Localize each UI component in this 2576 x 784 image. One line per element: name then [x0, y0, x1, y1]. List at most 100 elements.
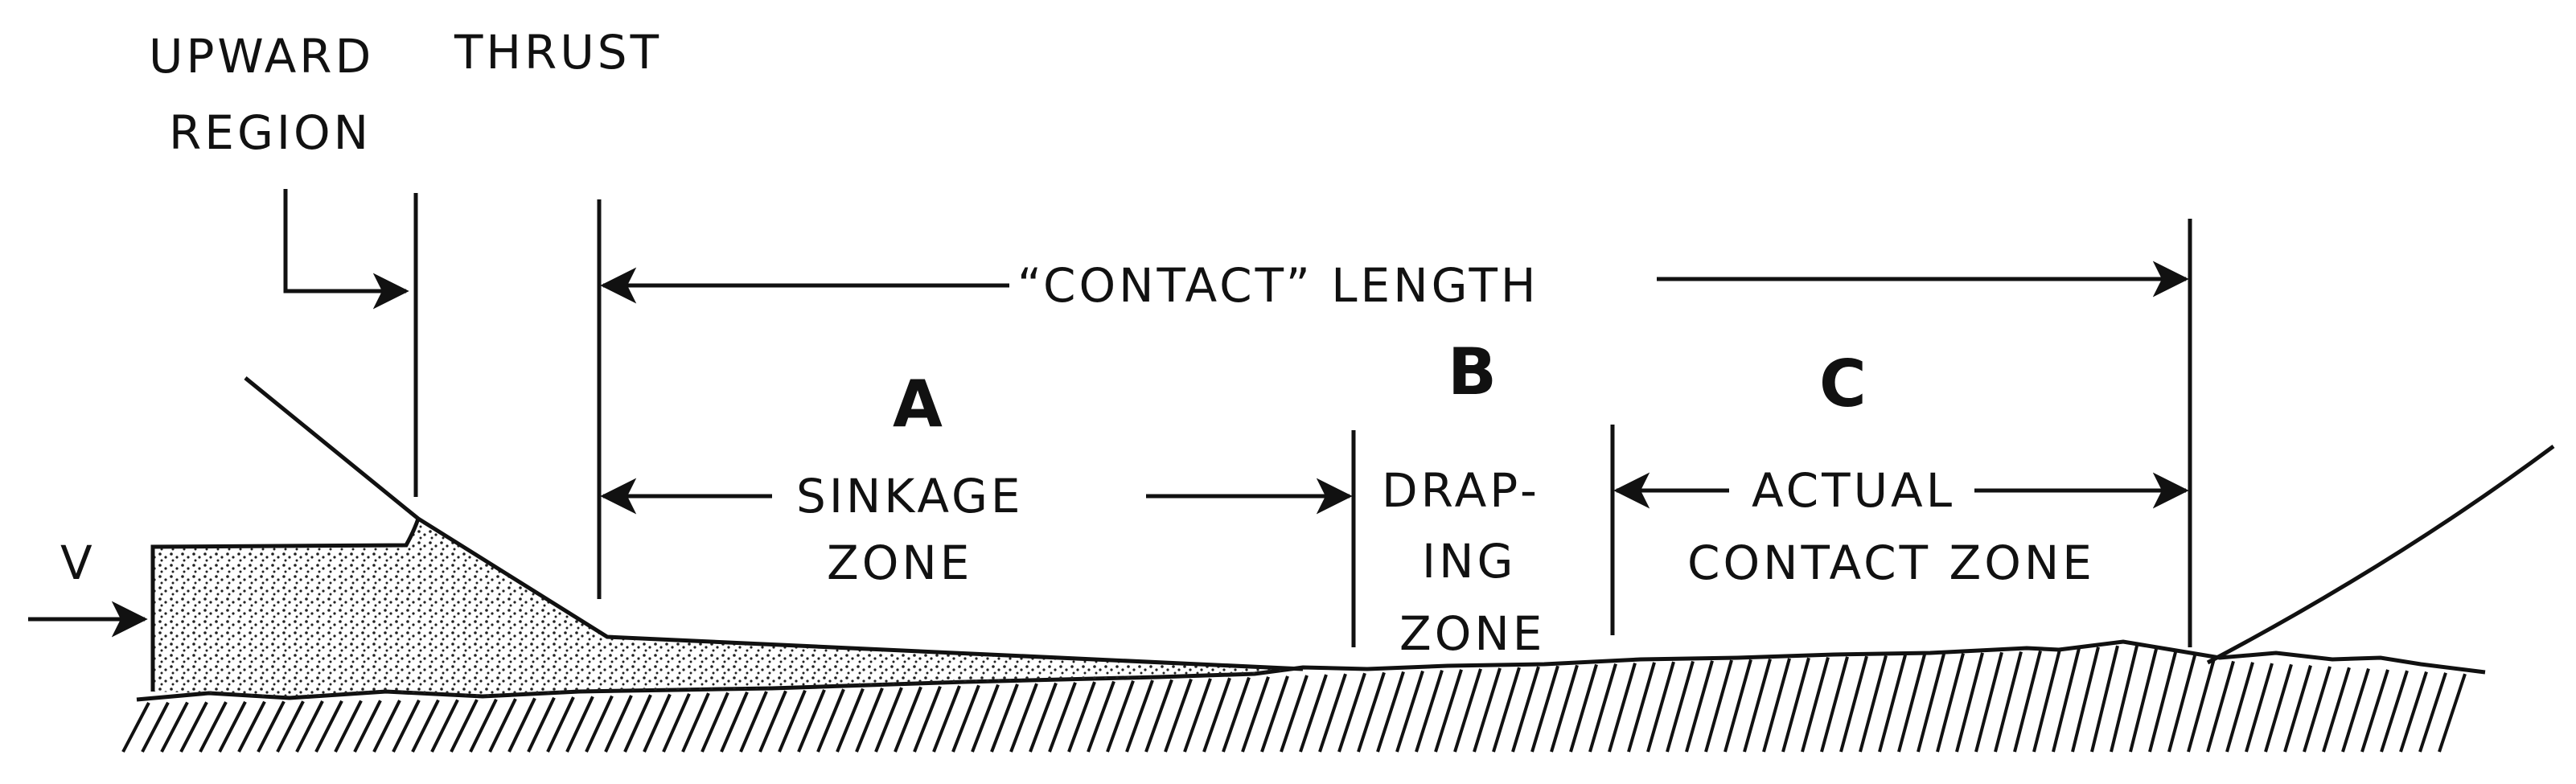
ground-hatch-stroke	[623, 694, 652, 753]
ground-hatch-stroke	[1337, 672, 1366, 753]
ground-hatch-stroke	[2013, 651, 2042, 753]
ground-hatch-stroke	[121, 702, 150, 753]
ground-hatch-stroke	[1801, 656, 1830, 753]
zone-c-label-line2: CONTACT ZONE	[1687, 536, 2095, 590]
ground-hatch-stroke	[160, 701, 189, 753]
ground-hatch-stroke	[1974, 651, 2003, 753]
ground-hatch-stroke	[2399, 671, 2428, 753]
zone-a-label-line1: SINKAGE	[796, 469, 1024, 523]
ground-hatch-stroke	[2341, 667, 2370, 753]
ground-hatch-stroke	[816, 688, 845, 753]
ground-hatch-stroke	[1994, 651, 2023, 753]
ground-hatch-stroke	[1550, 664, 1579, 753]
ground-hatch-stroke	[1820, 656, 1849, 753]
ground-hatch-stroke	[546, 696, 575, 753]
ground-hatch-stroke	[932, 685, 961, 753]
ground-hatch-stroke	[1415, 670, 1444, 753]
ground-hatch-stroke	[199, 701, 228, 753]
velocity-label: V	[60, 536, 96, 590]
ground-hatch-stroke	[1627, 662, 1656, 753]
ground-hatch-stroke	[1125, 679, 1154, 753]
ground-hatch-stroke	[2206, 660, 2235, 753]
ground-hatch-stroke	[1878, 655, 1907, 753]
ground-hatch-stroke	[700, 692, 729, 753]
zone-c-label-line1: ACTUAL	[1752, 463, 1955, 518]
ground-hatch-stroke	[662, 692, 691, 753]
ground-hatch-stroke	[565, 696, 594, 753]
ground-hatch-stroke	[1241, 676, 1270, 753]
ground-hatch-stroke	[1839, 655, 1868, 753]
ground-hatch-stroke	[2225, 662, 2254, 753]
ground-hatch-stroke	[1955, 652, 1984, 753]
ground-hatch-stroke	[2438, 673, 2467, 753]
ground-hatch-stroke	[971, 683, 1000, 753]
thrust-label: THRUST	[454, 25, 662, 80]
ground-hatch-stroke	[1067, 681, 1096, 753]
upward-region-label-line2: REGION	[169, 105, 372, 160]
ground-hatch-stroke	[1723, 659, 1752, 753]
ground-hatch-stroke	[179, 701, 208, 753]
ground-hatch-stroke	[1106, 680, 1135, 753]
zone-b-label-line3: ZONE	[1399, 606, 1545, 661]
ground-hatch-stroke	[2322, 667, 2351, 753]
ground-hatch-stroke	[2303, 666, 2332, 753]
ground-hatch-stroke	[720, 691, 749, 753]
ground-hatch-stroke	[141, 701, 170, 753]
ground-hatch-stroke	[1511, 666, 1540, 753]
ground-hatch-stroke	[237, 700, 266, 753]
ground-hatch-stroke	[450, 699, 479, 753]
ground-hatch-stroke	[430, 699, 459, 753]
ground-hatch-stroke	[1318, 673, 1347, 753]
ground-hatch-stroke	[2110, 645, 2138, 753]
ground-hatch-stroke	[1685, 660, 1714, 753]
ground-hatch-stroke	[1260, 675, 1289, 753]
ground-hatch-stroke	[894, 686, 922, 753]
ground-hatch-stroke	[1144, 679, 1173, 753]
ground-hatch-stroke	[1897, 654, 1926, 753]
ground-hatch-stroke	[2129, 648, 2158, 753]
ground-hatching	[121, 645, 2467, 753]
ground-hatch-stroke	[1087, 680, 1115, 753]
ground-hatch-stroke	[1183, 678, 1212, 753]
ground-hatch-stroke	[1376, 671, 1405, 753]
ground-hatch-stroke	[2380, 670, 2409, 753]
ground-hatch-stroke	[681, 692, 710, 753]
ground-hatch-stroke	[1280, 675, 1309, 753]
ground-hatch-stroke	[1936, 653, 1965, 753]
ground-hatch-stroke	[2187, 658, 2216, 753]
ground-hatch-stroke	[1569, 663, 1598, 753]
tire-front-profile	[244, 376, 1304, 671]
ground-hatch-stroke	[2032, 649, 2061, 753]
ground-hatch-stroke	[1473, 667, 1502, 753]
ground-hatch-stroke	[1646, 661, 1675, 753]
zone-b-letter: B	[1448, 335, 1497, 409]
ground-hatch-stroke	[392, 699, 421, 753]
ground-hatch-stroke	[1492, 667, 1521, 753]
ground-hatch-stroke	[2148, 651, 2177, 753]
ground-hatch-stroke	[1222, 676, 1251, 753]
ground-hatch-stroke	[585, 695, 614, 753]
ground-hatch-stroke	[314, 700, 343, 753]
tire-rear-profile	[2206, 444, 2555, 665]
ground-hatch-stroke	[1048, 682, 1077, 753]
zone-a-label-line2: ZONE	[827, 536, 972, 590]
ground-hatch-stroke	[1357, 671, 1386, 753]
ground-hatch-stroke	[2360, 669, 2389, 753]
ground-hatch-stroke	[1917, 653, 1945, 753]
ground-hatch-stroke	[778, 689, 807, 753]
ground-hatch-stroke	[1029, 682, 1058, 753]
ground-hatch-stroke	[739, 691, 768, 753]
ground-hatch-stroke	[2167, 655, 2196, 753]
upward-region-bracket	[283, 189, 409, 310]
ground-hatch-stroke	[1762, 658, 1791, 753]
ground-hatch-stroke	[469, 698, 498, 753]
ground-hatch-stroke	[1859, 655, 1888, 753]
ground-hatch-stroke	[411, 699, 440, 753]
ground-hatch-stroke	[797, 689, 826, 753]
ground-hatch-stroke	[1164, 678, 1193, 753]
ground-hatch-stroke	[218, 700, 247, 753]
ground-hatch-stroke	[1588, 663, 1617, 753]
upward-region-label-line1: UPWARD	[149, 29, 374, 84]
ground-hatch-stroke	[372, 700, 401, 753]
